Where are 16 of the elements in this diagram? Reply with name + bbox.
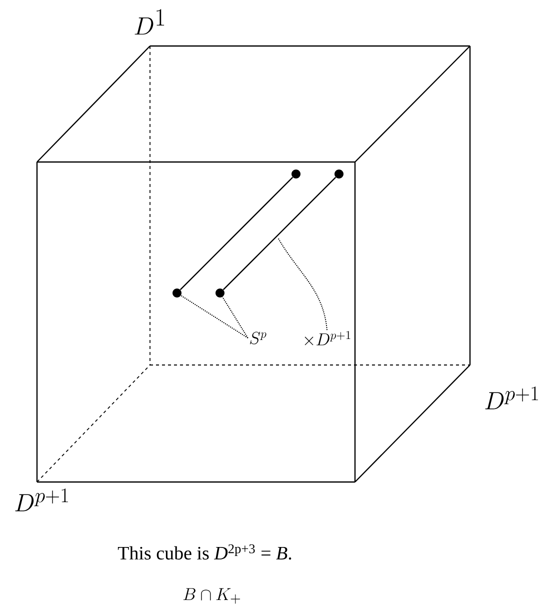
math-label: $D^{1}$ [134, 9, 164, 35]
leader-line [222, 296, 248, 338]
math-label: $D^{p+1}$ [15, 488, 68, 512]
leader-line [278, 238, 328, 331]
line-segment [222, 176, 336, 290]
dot [172, 288, 182, 298]
math-label: $D^{p+1}$ [485, 386, 538, 410]
leader-line [180, 295, 248, 338]
dot [292, 170, 300, 178]
math-label: $S^{p}$ [250, 332, 266, 344]
math-label: $\times D^{p+1}$ [304, 331, 350, 346]
caption: This cube is D$^{2p+3}$ = B. [118, 544, 292, 560]
dot [216, 288, 224, 298]
line-segment [180, 176, 294, 290]
math-label: $B \cap K_{+}$ [183, 588, 240, 604]
dot [334, 170, 344, 178]
